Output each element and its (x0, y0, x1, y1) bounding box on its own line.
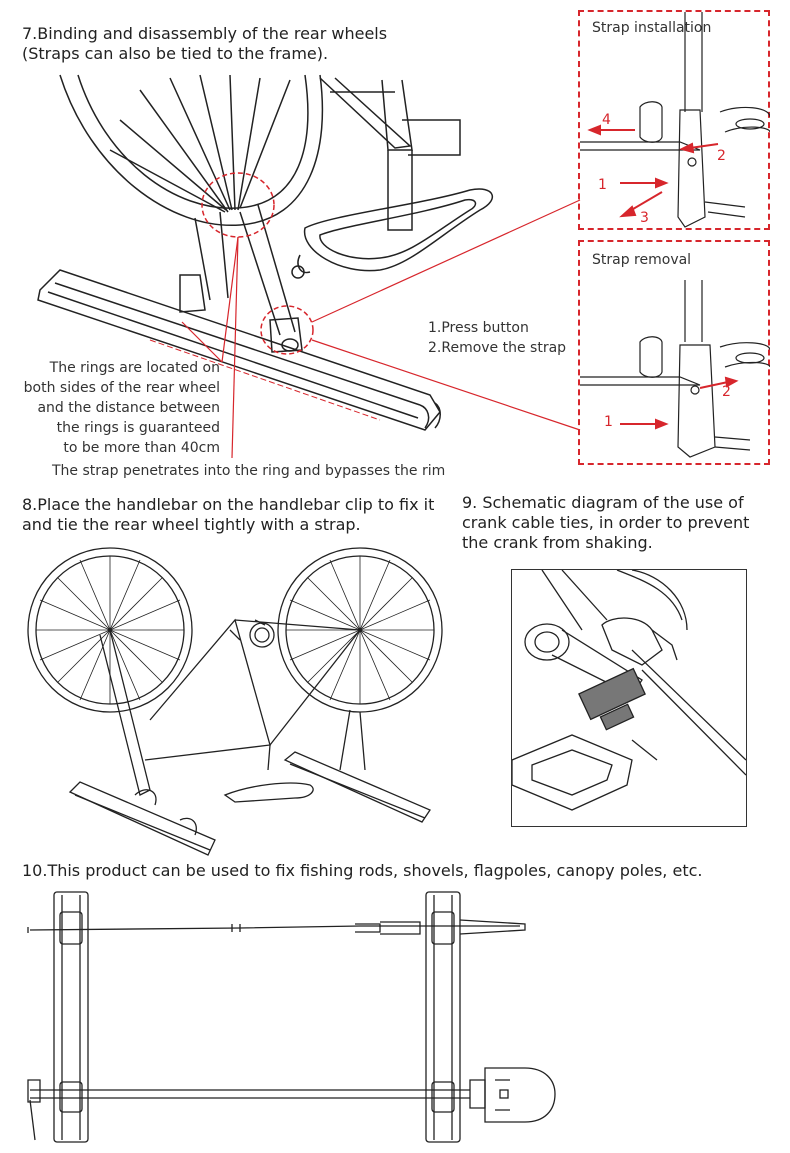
shovel-blade-drawing (484, 1067, 556, 1123)
section7-title: 7.Binding and disassembly of the rear wh… (22, 24, 387, 64)
section9-title-line3: the crank from shaking. (462, 533, 653, 552)
step-2: 2.Remove the strap (428, 340, 567, 356)
strap-removal-panel: Strap removal 2 1 (578, 240, 770, 465)
section9-title: 9. Schematic diagram of the use of crank… (462, 493, 749, 553)
section10-title: 10.This product can be used to fix fishi… (22, 861, 703, 880)
frame-drawing (319, 77, 461, 231)
left-rail-drawing (53, 891, 89, 1143)
strap-installation-drawing (580, 12, 770, 228)
section7-title-line2: (Straps can also be tied to the frame). (22, 44, 329, 63)
rear-wheel-drawing-2 (277, 547, 443, 713)
rings-note-line: both sides of the rear wheel (23, 380, 220, 396)
strap-removal-drawing (580, 280, 770, 458)
rings-note-line: The rings are located on (49, 360, 220, 376)
clamp-highlight-circle (260, 305, 314, 355)
crank-detail-drawing (512, 570, 746, 811)
strap-removal-label: Strap removal (592, 252, 692, 268)
removal-number-1: 1 (604, 414, 613, 430)
rings-note-line: to be more than 40cm (63, 440, 220, 456)
fishing-rod-drawing (29, 925, 520, 931)
section8-title-line1: 8.Place the handlebar on the handlebar c… (22, 495, 435, 514)
section9-title-line2: crank cable ties, in order to prevent (462, 513, 750, 532)
install-number-3: 3 (640, 210, 649, 226)
rings-note-line: the rings is guaranteed (56, 420, 220, 436)
rear-wheel-drawing (59, 74, 324, 226)
front-wheel-drawing (27, 547, 193, 713)
install-number-1: 1 (598, 177, 607, 193)
strap-installation-panel: Strap installation 4 2 1 3 (578, 10, 770, 230)
ring-highlight-circle (201, 172, 275, 238)
rings-note-line: and the distance between (37, 400, 220, 416)
strap-installation-label: Strap installation (592, 20, 712, 36)
install-number-2: 2 (717, 148, 726, 164)
rings-note: The rings are located on both sides of t… (14, 358, 220, 458)
clamp-drawing (179, 204, 303, 353)
strap-note: The strap penetrates into the ring and b… (52, 463, 446, 479)
install-number-4: 4 (602, 112, 611, 128)
shovel-handle-drawing (30, 1089, 470, 1099)
right-rail-drawing (425, 891, 461, 1143)
removal-number-2: 2 (722, 384, 731, 400)
saddle-drawing (291, 188, 493, 279)
step-1: 1.Press button (428, 320, 529, 336)
section8-title-line2: and tie the rear wheel tightly with a st… (22, 515, 361, 534)
section9-title-line1: 9. Schematic diagram of the use of (462, 493, 744, 512)
crank-detail-panel (511, 569, 747, 827)
section7-title-line1: 7.Binding and disassembly of the rear wh… (22, 24, 388, 43)
section8-title: 8.Place the handlebar on the handlebar c… (22, 495, 434, 535)
removal-steps: 1.Press button 2.Remove the strap (428, 318, 566, 358)
